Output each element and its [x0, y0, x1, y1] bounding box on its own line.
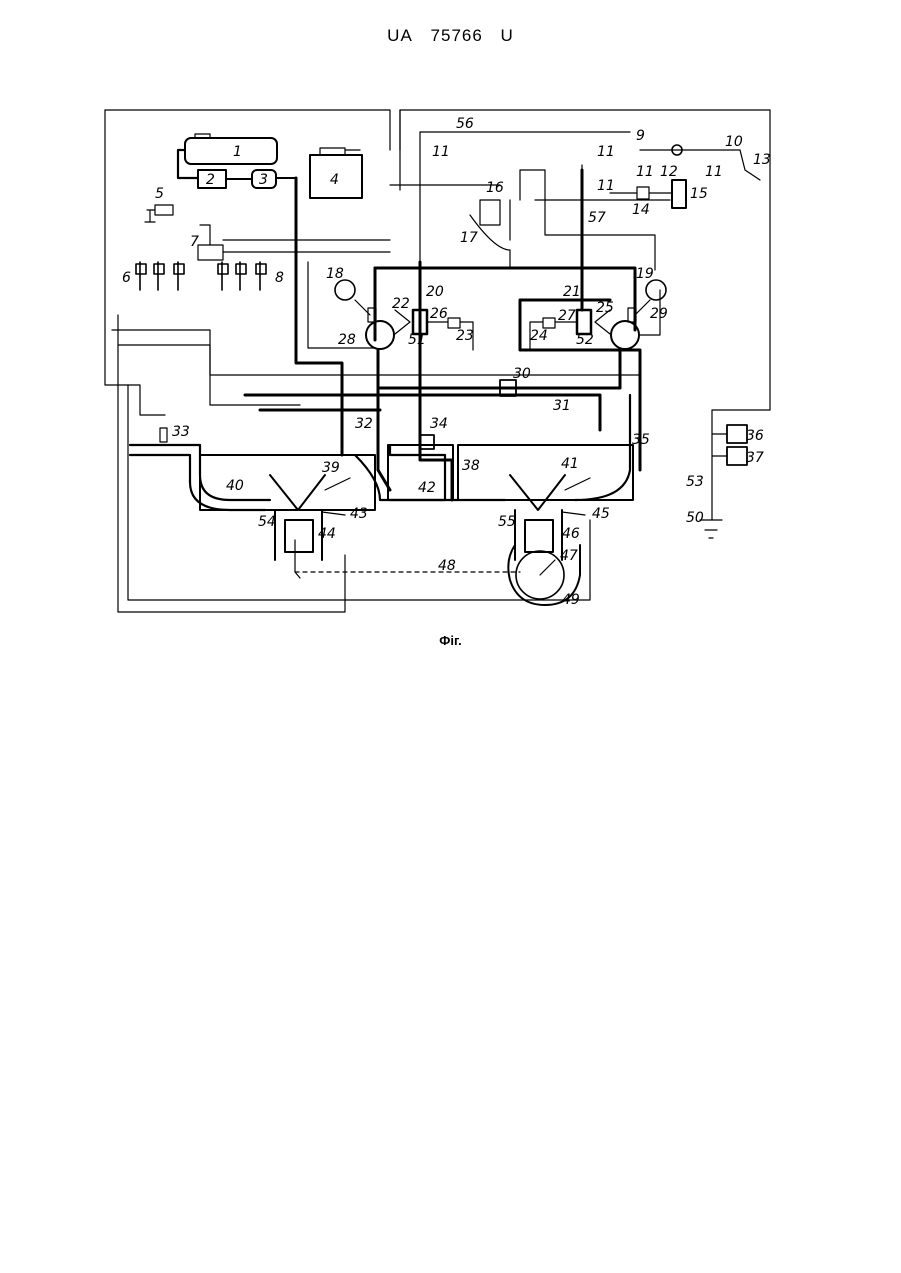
label-28: 28 — [338, 332, 356, 348]
label-50: 50 — [686, 510, 704, 526]
label-47: 47 — [560, 548, 578, 564]
label-11b: 11 — [597, 144, 615, 160]
valve-16 — [480, 200, 500, 225]
label-20: 20 — [426, 284, 444, 300]
label-12: 12 — [660, 164, 678, 180]
label-18: 18 — [326, 266, 344, 282]
controller-7 — [198, 245, 223, 260]
damper-15 — [672, 180, 686, 208]
label-48: 48 — [438, 558, 456, 574]
label-2: 2 — [206, 172, 215, 188]
label-27: 27 — [558, 308, 576, 324]
label-34: 34 — [430, 416, 448, 432]
label-33: 33 — [172, 424, 190, 440]
label-26: 26 — [430, 306, 448, 322]
label-44: 44 — [318, 526, 336, 542]
reference-numerals: 1 2 3 4 5 6 7 8 9 10 11 11 11 11 11 12 1… — [122, 116, 771, 608]
label-8: 8 — [275, 270, 284, 286]
label-53: 53 — [686, 474, 704, 490]
label-54: 54 — [258, 514, 276, 530]
label-23: 23 — [456, 328, 474, 344]
label-40: 40 — [226, 478, 244, 494]
label-6: 6 — [122, 270, 131, 286]
label-9: 9 — [636, 128, 645, 144]
label-13: 13 — [753, 152, 771, 168]
label-3: 3 — [259, 172, 268, 188]
label-46: 46 — [562, 526, 580, 542]
label-11d: 11 — [636, 164, 654, 180]
high-pressure-line — [296, 178, 342, 455]
label-52: 52 — [576, 332, 594, 348]
label-15: 15 — [690, 186, 708, 202]
label-37: 37 — [746, 450, 764, 466]
actuator-19 — [646, 280, 666, 300]
label-24: 24 — [530, 328, 548, 344]
label-57: 57 — [588, 210, 606, 226]
label-31: 31 — [553, 398, 571, 414]
label-36: 36 — [746, 428, 764, 444]
label-14: 14 — [632, 202, 650, 218]
label-29: 29 — [650, 306, 668, 322]
label-42: 42 — [418, 480, 436, 496]
label-1: 1 — [233, 144, 242, 160]
label-11a: 11 — [432, 144, 450, 160]
label-38: 38 — [462, 458, 480, 474]
sensor-33 — [160, 428, 167, 442]
throttle-29 — [611, 321, 639, 349]
piston-54 — [285, 520, 313, 552]
label-11e: 11 — [705, 164, 723, 180]
left-wiring-line — [105, 110, 165, 415]
label-22: 22 — [392, 296, 410, 312]
block-36 — [727, 425, 747, 443]
label-4: 4 — [330, 172, 339, 188]
label-32: 32 — [355, 416, 373, 432]
block-37 — [727, 447, 747, 465]
label-19: 19 — [636, 266, 654, 282]
label-21: 21 — [563, 284, 581, 300]
cylinder-52 — [577, 310, 591, 334]
label-51: 51 — [408, 332, 426, 348]
label-16: 16 — [486, 180, 504, 196]
throttle-28 — [366, 321, 394, 349]
label-25: 25 — [596, 300, 614, 316]
label-41: 41 — [561, 456, 579, 472]
label-39: 39 — [322, 460, 340, 476]
relay-5 — [155, 205, 173, 215]
fuel-tank — [185, 138, 277, 164]
actuator-18 — [335, 280, 355, 300]
label-45: 45 — [592, 506, 610, 522]
sensor-14 — [637, 187, 649, 199]
label-17: 17 — [460, 230, 478, 246]
label-7: 7 — [190, 234, 199, 250]
label-30: 30 — [513, 366, 531, 382]
label-56: 56 — [456, 116, 474, 132]
label-11c: 11 — [597, 178, 615, 194]
valve-34 — [420, 435, 434, 449]
label-35: 35 — [632, 432, 650, 448]
label-55: 55 — [498, 514, 516, 530]
label-10: 10 — [725, 134, 743, 150]
label-43: 43 — [350, 506, 368, 522]
piston-55 — [525, 520, 553, 552]
label-49: 49 — [562, 592, 580, 608]
figure-caption: Фіг. — [0, 633, 901, 648]
label-5: 5 — [155, 186, 164, 202]
